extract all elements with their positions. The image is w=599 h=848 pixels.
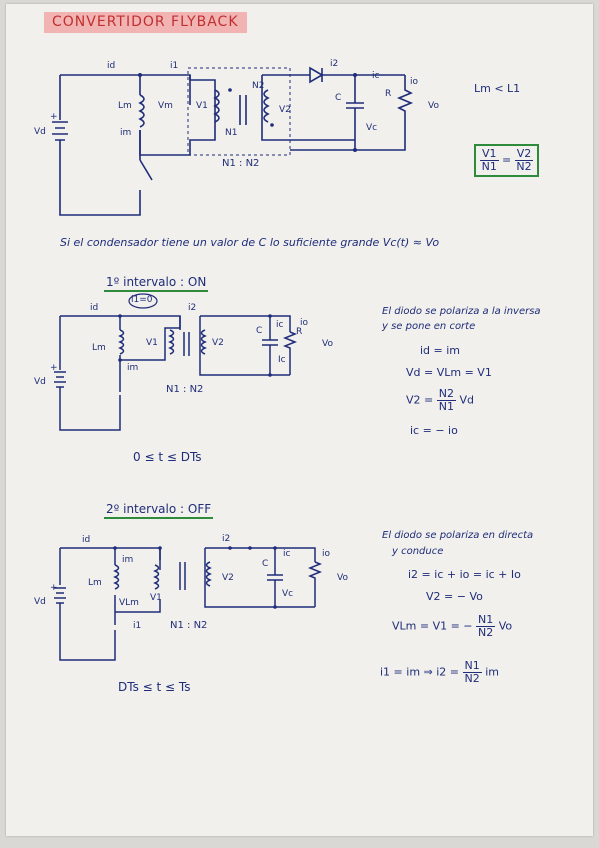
svg-text:io: io: [300, 318, 309, 328]
svg-text:id: id: [90, 303, 98, 313]
frac-den: N2: [516, 160, 532, 173]
svg-text:i2: i2: [188, 303, 196, 313]
svg-text:+: +: [50, 583, 58, 593]
svg-text:im: im: [127, 363, 138, 373]
svg-text:io: io: [410, 77, 419, 87]
svg-text:i1: i1: [170, 61, 178, 71]
svg-text:V2: V2: [279, 105, 291, 115]
svg-text:R: R: [296, 327, 302, 337]
on-eq-ic: ic = − io: [410, 424, 458, 437]
page-title: CONVERTIDOR FLYBACK: [44, 12, 247, 33]
interval-on-heading: 1º intervalo : ON: [104, 275, 209, 292]
svg-text:VLm: VLm: [119, 598, 139, 608]
svg-text:Vc: Vc: [282, 589, 293, 599]
eq-right: Vo: [498, 619, 513, 633]
off-note-line1: El diodo se polariza en directa: [382, 530, 534, 541]
svg-text:C: C: [335, 93, 341, 103]
svg-text:N2: N2: [252, 81, 264, 91]
svg-text:Lm: Lm: [92, 343, 106, 353]
svg-text:Ic: Ic: [278, 355, 286, 365]
svg-text:Lm: Lm: [118, 101, 132, 111]
svg-text:Vd: Vd: [34, 377, 46, 387]
svg-text:Vm: Vm: [158, 101, 173, 111]
svg-text:ic: ic: [372, 71, 380, 81]
off-eq-i2: i2 = ic + io = ic + Io: [408, 568, 521, 581]
svg-text:id: id: [82, 535, 90, 545]
frac-den: N2: [478, 626, 494, 639]
svg-text:Vo: Vo: [322, 339, 333, 349]
svg-text:io: io: [322, 549, 331, 559]
frac-den: N1: [481, 160, 497, 173]
svg-text:R: R: [385, 89, 391, 99]
interval-off-heading: 2º intervalo : OFF: [104, 502, 214, 519]
off-eq-v2: V2 = − Vo: [426, 590, 483, 603]
frac-num: V2: [514, 147, 534, 161]
notebook-page: [6, 4, 593, 836]
svg-text:V2: V2: [222, 573, 234, 583]
svg-text:+: +: [50, 363, 58, 373]
on-note-line1: El diodo se polariza a la inversa: [382, 306, 541, 317]
svg-text:im: im: [122, 555, 133, 565]
on-time-range: 0 ≤ t ≤ DTs: [133, 450, 202, 464]
frac-den: N2: [464, 672, 480, 685]
on-eq-vd: Vd = VLm = V1: [406, 366, 492, 379]
svg-text:i2: i2: [330, 59, 338, 69]
svg-text:ic: ic: [283, 549, 291, 559]
svg-text:C: C: [256, 326, 262, 336]
svg-text:C: C: [262, 559, 268, 569]
on-ratio-label: N1 : N2: [166, 384, 204, 395]
lm-relation: Lm < L1: [474, 82, 521, 95]
frac-num: V1: [480, 147, 499, 161]
svg-text:Vd: Vd: [34, 127, 46, 137]
transformer-ratio-label: N1 : N2: [222, 158, 260, 169]
off-note-line2: y conduce: [392, 546, 444, 557]
on-note-line2: y se pone en corte: [382, 321, 476, 332]
svg-text:ic: ic: [276, 320, 284, 330]
off-ratio-label: N1 : N2: [170, 620, 208, 631]
off-time-range: DTs ≤ t ≤ Ts: [118, 680, 191, 694]
svg-text:i2: i2: [222, 534, 230, 544]
on-eq-id: id = im: [420, 344, 461, 357]
svg-text:Lm: Lm: [88, 578, 102, 588]
eq-left: V2 =: [406, 393, 434, 407]
svg-text:Vd: Vd: [34, 597, 46, 607]
svg-text:V1: V1: [146, 338, 158, 348]
svg-text:Vo: Vo: [337, 573, 348, 583]
frac-num: N2: [436, 387, 456, 401]
svg-text:V1: V1: [196, 101, 208, 111]
svg-text:im: im: [120, 128, 131, 138]
svg-text:V1: V1: [150, 593, 162, 603]
eq-right: Vd: [459, 393, 474, 407]
svg-text:i1: i1: [133, 621, 141, 631]
svg-text:N1: N1: [225, 128, 237, 138]
frac-den: N1: [438, 400, 454, 413]
frac-num: N1: [476, 613, 496, 627]
svg-text:V2: V2: [212, 338, 224, 348]
capacitor-statement: Si el condensador tiene un valor de C lo…: [60, 236, 440, 249]
svg-text:Vc: Vc: [366, 123, 377, 133]
i1-zero-label: i1=0: [131, 295, 153, 305]
svg-text:+: +: [50, 112, 58, 122]
frac-num: N1: [462, 659, 482, 673]
svg-text:Vo: Vo: [428, 101, 439, 111]
svg-text:id: id: [107, 61, 115, 71]
eq-right: im: [485, 665, 500, 679]
eq-left: VLm = V1 = −: [392, 619, 473, 633]
eq-left: i1 = im ⇒ i2 =: [380, 665, 460, 679]
